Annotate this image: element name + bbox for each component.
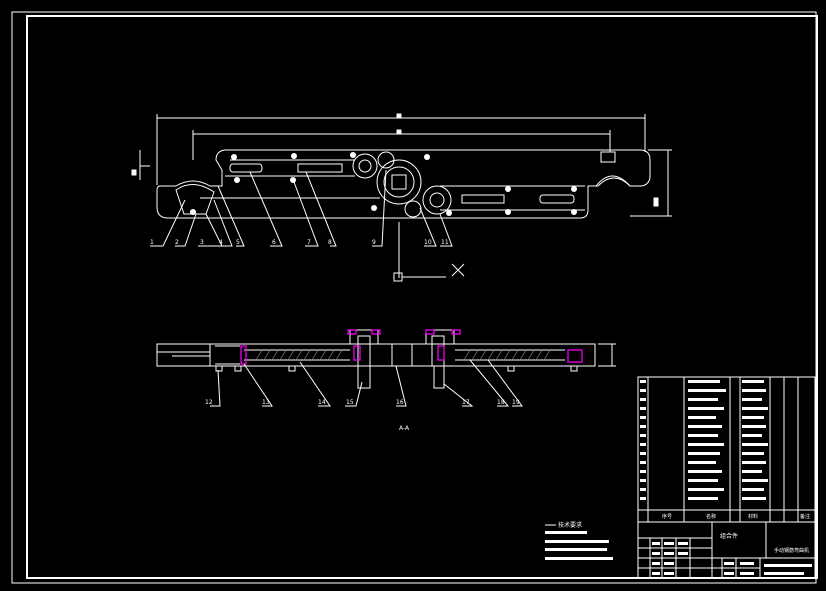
bom-rows xyxy=(640,380,812,575)
callout-label: 10 xyxy=(424,239,432,246)
callout-label: 19 xyxy=(512,399,520,406)
hatched-rod-right xyxy=(463,349,551,361)
notes-heading: 技术要求 xyxy=(558,521,582,529)
section-callouts: 12 13 14 15 16 17 18 19 A-A xyxy=(205,399,520,432)
technical-notes: 技术要求 xyxy=(545,521,613,560)
bom-header-index: 序号 xyxy=(662,513,672,520)
right-hook-cutout xyxy=(595,175,631,187)
bom-header-material: 材料 xyxy=(748,513,758,520)
right-bolt-assembly xyxy=(425,329,455,389)
title-block-frame xyxy=(637,521,816,579)
callout-label: 7 xyxy=(307,239,311,246)
note-line xyxy=(545,540,609,543)
callout-label: 15 xyxy=(346,399,354,406)
top-view xyxy=(131,113,672,247)
part-name: 组合件 xyxy=(720,532,738,540)
center-pin-ring-outer xyxy=(376,159,422,205)
section-body-outline xyxy=(156,343,596,367)
top-view-callouts: 1 2 3 4 5 6 7 8 9 10 11 xyxy=(150,239,449,246)
drawing-title: 手动钢筋弯曲机 xyxy=(774,547,809,554)
left-pivot xyxy=(352,153,378,179)
slot-mid-right xyxy=(461,194,505,204)
slot-right xyxy=(539,194,575,204)
left-jaw-cutout xyxy=(175,184,215,215)
bom-header-name: 名称 xyxy=(706,513,716,520)
left-bolt-assembly xyxy=(349,329,379,389)
cad-crosshair-cursor xyxy=(393,222,465,282)
section-view-title: A-A xyxy=(399,425,410,432)
title-block-text: 序号 名称 材料 备注 组合件 手动钢筋弯曲机 xyxy=(662,513,810,554)
callout-label: 14 xyxy=(318,399,326,406)
bom-table xyxy=(637,376,816,523)
callout-label: 6 xyxy=(272,239,276,246)
inner-drawing-frame xyxy=(26,15,818,579)
callout-label: 2 xyxy=(175,239,179,246)
lever-body-outline xyxy=(156,149,651,219)
callout-label: 5 xyxy=(236,239,240,246)
slot-left xyxy=(229,163,263,173)
note-line xyxy=(545,531,587,534)
callout-label: 1 xyxy=(150,239,154,246)
callout-label: 12 xyxy=(205,399,213,406)
callout-label: 3 xyxy=(200,239,204,246)
note-line xyxy=(545,548,607,551)
right-pivot xyxy=(422,185,452,215)
callout-label: 16 xyxy=(396,399,404,406)
section-view xyxy=(156,329,616,389)
slot-mid-left xyxy=(297,163,343,173)
callout-label: 13 xyxy=(262,399,270,406)
callout-label: 8 xyxy=(328,239,332,246)
bom-header-remarks: 备注 xyxy=(800,513,810,520)
hatched-rod-left xyxy=(255,349,343,361)
callout-label: 18 xyxy=(497,399,505,406)
note-line xyxy=(545,557,613,560)
callout-label: 4 xyxy=(219,239,223,246)
section-highlights xyxy=(240,329,583,365)
callout-label: 17 xyxy=(462,399,470,406)
callout-label: 11 xyxy=(441,239,449,246)
title-block xyxy=(637,376,816,579)
callout-label: 9 xyxy=(372,239,376,246)
